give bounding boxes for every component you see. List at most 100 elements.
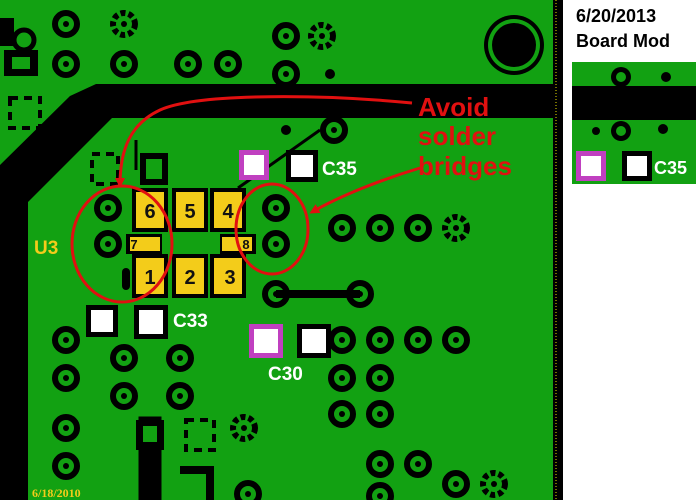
via-small bbox=[325, 69, 335, 79]
arrow-to-left-circle bbox=[115, 95, 413, 188]
via-ring bbox=[366, 400, 394, 428]
via-drill bbox=[177, 355, 183, 361]
via-ring bbox=[110, 382, 138, 410]
via-ring bbox=[404, 214, 432, 242]
via-ring bbox=[94, 194, 122, 222]
via-drill bbox=[177, 393, 183, 399]
via-ring bbox=[442, 470, 470, 498]
via-drill bbox=[121, 393, 127, 399]
via-ring bbox=[404, 326, 432, 354]
via-ring bbox=[52, 50, 80, 78]
board-edge-band bbox=[553, 0, 563, 500]
via-drill bbox=[283, 33, 289, 39]
via-ring bbox=[308, 22, 336, 50]
via-ring bbox=[52, 414, 80, 442]
via-drill bbox=[377, 461, 383, 467]
via-drill bbox=[339, 225, 345, 231]
via-ring bbox=[94, 230, 122, 258]
via-drill bbox=[377, 411, 383, 417]
mounting-hole bbox=[484, 15, 544, 75]
label-u3: U3 bbox=[34, 238, 58, 259]
via-ring bbox=[320, 116, 348, 144]
header-subtitle: Board Mod bbox=[576, 31, 670, 51]
annotation-line-1: Avoid bbox=[418, 92, 489, 122]
via-drill bbox=[491, 481, 497, 487]
via-drill bbox=[453, 481, 459, 487]
dashed-footprints bbox=[8, 96, 216, 452]
inset-divider bbox=[563, 0, 570, 500]
via-drill bbox=[453, 337, 459, 343]
top-left-footprint bbox=[4, 27, 38, 76]
annotation-circle-right bbox=[234, 182, 310, 276]
via-ring bbox=[346, 280, 374, 308]
via-drill bbox=[331, 127, 337, 133]
pin-label-1: 1 bbox=[144, 267, 155, 289]
via-drill bbox=[63, 375, 69, 381]
label-c33: C33 bbox=[173, 311, 208, 332]
label-c30: C30 bbox=[268, 364, 303, 385]
via-drill bbox=[63, 337, 69, 343]
via-ring bbox=[52, 452, 80, 480]
via-ring bbox=[166, 344, 194, 372]
via-drill bbox=[185, 61, 191, 67]
via-drill bbox=[63, 425, 69, 431]
via-ring bbox=[52, 10, 80, 38]
pin-label-8: 8 bbox=[242, 237, 249, 252]
via-small bbox=[281, 125, 291, 135]
via-ring bbox=[272, 60, 300, 88]
via-drill bbox=[339, 375, 345, 381]
via-ring bbox=[328, 364, 356, 392]
via-ring bbox=[366, 214, 394, 242]
via-drill bbox=[241, 425, 247, 431]
via-drill bbox=[121, 355, 127, 361]
via-drill bbox=[63, 61, 69, 67]
via-drill bbox=[63, 463, 69, 469]
via-ring bbox=[214, 50, 242, 78]
via-group bbox=[52, 10, 508, 500]
u3-chip bbox=[122, 188, 256, 298]
via-ring bbox=[262, 194, 290, 222]
pin-label-7: 7 bbox=[130, 237, 137, 252]
via-drill bbox=[105, 241, 111, 247]
via-ring bbox=[166, 382, 194, 410]
board-date-stamp: 6/18/2010 bbox=[32, 486, 81, 500]
via-ring bbox=[480, 470, 508, 498]
inset-vias bbox=[592, 67, 671, 141]
via-drill bbox=[121, 21, 127, 27]
via-drill bbox=[339, 411, 345, 417]
pin-label-4: 4 bbox=[222, 201, 234, 223]
via-ring bbox=[110, 10, 138, 38]
via-drill bbox=[273, 241, 279, 247]
via-drill bbox=[319, 33, 325, 39]
pin-label-5: 5 bbox=[184, 201, 195, 223]
label-c35: C35 bbox=[322, 159, 357, 180]
via-ring bbox=[230, 414, 258, 442]
via-drill bbox=[377, 337, 383, 343]
via-drill bbox=[245, 491, 251, 497]
capacitor-pads bbox=[86, 150, 331, 358]
inset-label-c35: C35 bbox=[654, 158, 687, 178]
via-drill bbox=[121, 61, 127, 67]
via-drill bbox=[415, 225, 421, 231]
annotation-arrows bbox=[115, 95, 421, 214]
header-date: 6/20/2013 bbox=[576, 6, 657, 26]
via-drill bbox=[377, 493, 383, 499]
via-ring bbox=[404, 450, 432, 478]
via-drill bbox=[357, 291, 363, 297]
via-ring bbox=[442, 214, 470, 242]
via-ring bbox=[262, 280, 290, 308]
via-drill bbox=[453, 225, 459, 231]
via-drill bbox=[339, 337, 345, 343]
via-ring bbox=[366, 482, 394, 500]
via-ring bbox=[262, 230, 290, 258]
pin-label-3: 3 bbox=[224, 267, 235, 289]
via-ring bbox=[110, 344, 138, 372]
via-ring bbox=[366, 364, 394, 392]
arrow-to-right-circle bbox=[309, 166, 421, 214]
annotation-line-3: bridges bbox=[418, 151, 512, 181]
via-drill bbox=[377, 225, 383, 231]
via-ring bbox=[52, 326, 80, 354]
via-ring bbox=[52, 364, 80, 392]
via-drill bbox=[273, 205, 279, 211]
